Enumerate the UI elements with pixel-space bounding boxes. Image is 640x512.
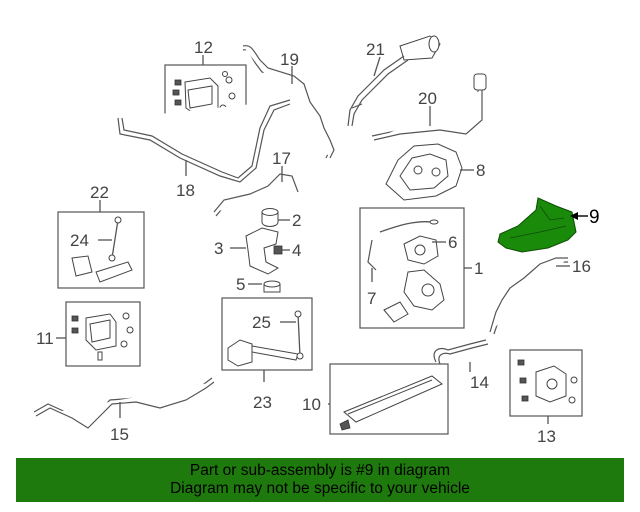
- part-13-group[interactable]: 13: [509, 349, 583, 446]
- callout-1: 1: [474, 259, 483, 278]
- part-5-group[interactable]: 5: [236, 275, 281, 294]
- parts-diagram: 12 19 21 20 8 18: [33, 35, 600, 446]
- callout-17: 17: [272, 149, 291, 168]
- part-19-group[interactable]: 19: [242, 45, 335, 159]
- part-17-group[interactable]: 17: [213, 149, 299, 217]
- part-20-group[interactable]: 20: [371, 73, 487, 141]
- callout-20: 20: [418, 89, 437, 108]
- callout-18: 18: [176, 181, 195, 200]
- callout-9: 9: [589, 207, 600, 228]
- callout-22: 22: [90, 183, 109, 202]
- callout-21: 21: [366, 40, 385, 59]
- part-16-group[interactable]: 16: [489, 257, 591, 335]
- banner-line-2: Diagram may not be specific to your vehi…: [170, 480, 470, 497]
- banner-line-1: Part or sub-assembly is #9 in diagram: [189, 462, 451, 479]
- part-18-group[interactable]: 18: [117, 99, 291, 200]
- part-14-group[interactable]: 14: [433, 339, 489, 392]
- part-1-group[interactable]: 1: [359, 207, 483, 329]
- part-22-group[interactable]: 22: [57, 183, 145, 289]
- callout-6: 6: [448, 233, 457, 252]
- part-15-group[interactable]: 15: [33, 377, 215, 444]
- callout-13: 13: [537, 427, 556, 446]
- part-6-group[interactable]: 6: [432, 233, 457, 252]
- callout-4: 4: [292, 241, 301, 260]
- part-23-group[interactable]: 23: [221, 297, 313, 412]
- part-7-group[interactable]: 7: [367, 239, 376, 308]
- part-4-group[interactable]: 4: [273, 241, 301, 260]
- callout-23: 23: [253, 393, 272, 412]
- callout-3: 3: [214, 239, 223, 258]
- callout-25: 25: [252, 313, 271, 332]
- callout-14: 14: [470, 373, 489, 392]
- part-25-group[interactable]: 25: [252, 310, 304, 360]
- part-2-group[interactable]: 2: [261, 208, 301, 231]
- callout-2: 2: [292, 211, 301, 230]
- info-banner: Part or sub-assembly is #9 in diagram Di…: [16, 458, 624, 502]
- callout-16: 16: [572, 257, 591, 276]
- part-21-group[interactable]: 21: [347, 35, 441, 127]
- callout-10: 10: [302, 395, 321, 414]
- callout-24: 24: [70, 231, 89, 250]
- part-10-group[interactable]: 10: [302, 363, 449, 435]
- callout-15: 15: [110, 425, 129, 444]
- callout-5: 5: [236, 275, 245, 294]
- callout-7: 7: [367, 289, 376, 308]
- part-11-group[interactable]: 11: [36, 301, 141, 367]
- callout-11: 11: [36, 329, 54, 348]
- callout-8: 8: [476, 161, 485, 180]
- callout-12: 12: [194, 38, 213, 57]
- part-8-group[interactable]: 8: [385, 143, 485, 201]
- part-9-shape[interactable]: [497, 197, 577, 253]
- part-9-group[interactable]: 9: [497, 197, 600, 253]
- part-24-group[interactable]: 24: [70, 216, 122, 262]
- callout-19: 19: [280, 50, 299, 69]
- part-3-group[interactable]: 3: [214, 227, 280, 275]
